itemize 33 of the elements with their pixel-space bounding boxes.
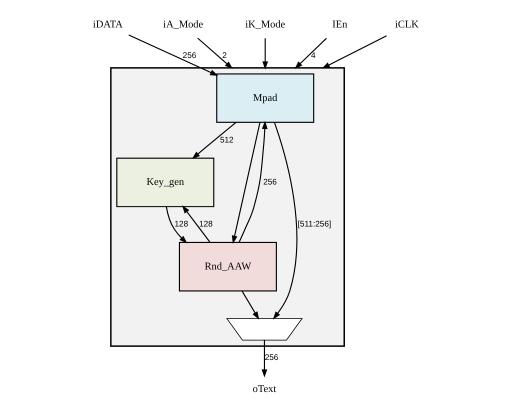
arrow	[231, 122, 260, 244]
node-box: Rnd_AAW	[178, 242, 276, 292]
arrow	[272, 122, 297, 320]
arrow	[294, 38, 326, 70]
edge-label: 128	[174, 220, 188, 229]
edge-label: 256	[182, 51, 196, 60]
edge-label: [511:256]	[297, 220, 331, 229]
node-text: iDATA	[92, 19, 122, 30]
edge-label: 128	[198, 220, 212, 229]
arrow	[191, 122, 236, 160]
arrow	[128, 34, 218, 76]
arrow	[241, 290, 259, 320]
node-text: iA_Mode	[162, 19, 203, 30]
node-text: oText	[252, 384, 276, 396]
edge-label: 256	[262, 177, 276, 186]
edge-label: 2	[222, 51, 226, 60]
node-box: Mpad	[216, 73, 314, 123]
arrow	[165, 206, 187, 244]
node-text: IEn	[332, 19, 347, 30]
cluster	[110, 67, 344, 347]
node-box: Key_gen	[116, 158, 214, 208]
node-text: iK_Mode	[244, 19, 285, 30]
node-trapezoid	[226, 318, 302, 340]
edge-label: 4	[310, 51, 316, 60]
arrow	[261, 340, 267, 378]
arrow	[196, 38, 232, 70]
edge-label: 512	[219, 135, 234, 144]
arrow	[182, 205, 210, 243]
edge-label: 256	[264, 353, 278, 362]
arrow	[321, 35, 386, 69]
arrow	[262, 38, 268, 70]
node-text: iCLK	[394, 19, 418, 30]
arrow	[238, 120, 268, 243]
